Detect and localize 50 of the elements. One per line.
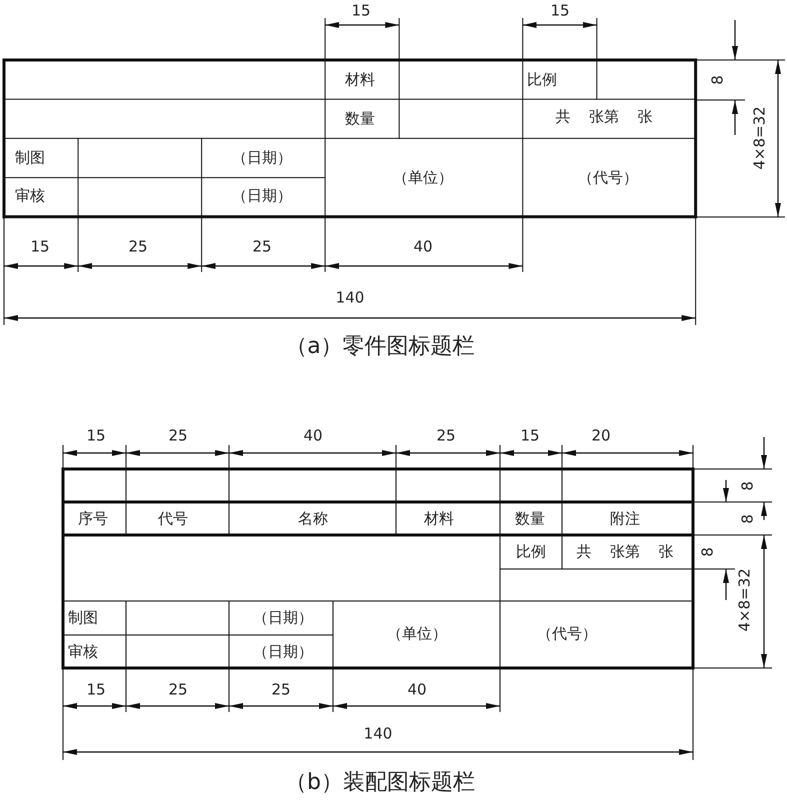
caption: （a）零件图标题栏 — [285, 336, 475, 358]
dimension-label: 25 — [168, 682, 188, 698]
dimension-label: 140 — [336, 290, 364, 306]
field-label: （单位） — [393, 170, 453, 186]
field-label: 审核 — [68, 644, 98, 660]
field-label: （单位） — [387, 626, 447, 642]
field-label: 制图 — [15, 150, 45, 166]
dimension-label: 15 — [520, 428, 540, 444]
dimension-label: 8 — [700, 547, 716, 557]
field-label: 材料 — [424, 512, 454, 526]
dimension-label: 15 — [550, 4, 570, 18]
field-label: 比例 — [516, 544, 546, 560]
field-label: 制图 — [68, 610, 98, 626]
field-label: 材料 — [345, 72, 375, 88]
field-label: 数量 — [515, 512, 545, 526]
field-label: （日期） — [232, 188, 292, 204]
dimension-label: 40 — [413, 240, 433, 254]
dimension-label: 25 — [271, 682, 291, 698]
field-label: 审核 — [15, 188, 45, 204]
dimension-label: 25 — [128, 240, 148, 254]
caption: （b）装配图标题栏 — [285, 772, 475, 794]
field-label: 数量 — [345, 112, 375, 126]
field-label: 序号 — [78, 512, 108, 526]
field-label: 名称 — [298, 512, 328, 526]
field-label: （日期） — [253, 610, 313, 626]
dimension-label: 140 — [364, 726, 392, 742]
field-label: 附注 — [610, 512, 640, 526]
dimension-label: 15 — [30, 240, 50, 254]
dimension-label: 40 — [303, 428, 323, 444]
field-label: （代号） — [578, 170, 638, 186]
dimension-label: 20 — [591, 428, 611, 444]
dimension-label: 4×8=32 — [738, 568, 752, 632]
dimension-label: 4×8=32 — [752, 106, 768, 170]
dimension-label: 15 — [86, 682, 106, 698]
dimension-label: 15 — [86, 428, 106, 444]
dimension-label: 8 — [740, 514, 756, 524]
field-label: （日期） — [253, 644, 313, 660]
field-label: 共 张第 张 — [556, 110, 652, 124]
dimension-label: 8 — [710, 75, 726, 85]
dimension-label: 40 — [407, 682, 427, 698]
dimension-label: 25 — [168, 428, 188, 444]
dimension-label: 25 — [436, 428, 456, 444]
field-label: 代号 — [158, 512, 188, 526]
field-label: 共 张第 张 — [576, 544, 674, 560]
field-label: （代号） — [537, 626, 597, 642]
field-label: （日期） — [232, 150, 292, 166]
field-label: 比例 — [527, 72, 557, 88]
dimension-label: 25 — [252, 240, 272, 254]
dimension-label: 15 — [351, 4, 371, 18]
dimension-label: 8 — [740, 481, 756, 491]
